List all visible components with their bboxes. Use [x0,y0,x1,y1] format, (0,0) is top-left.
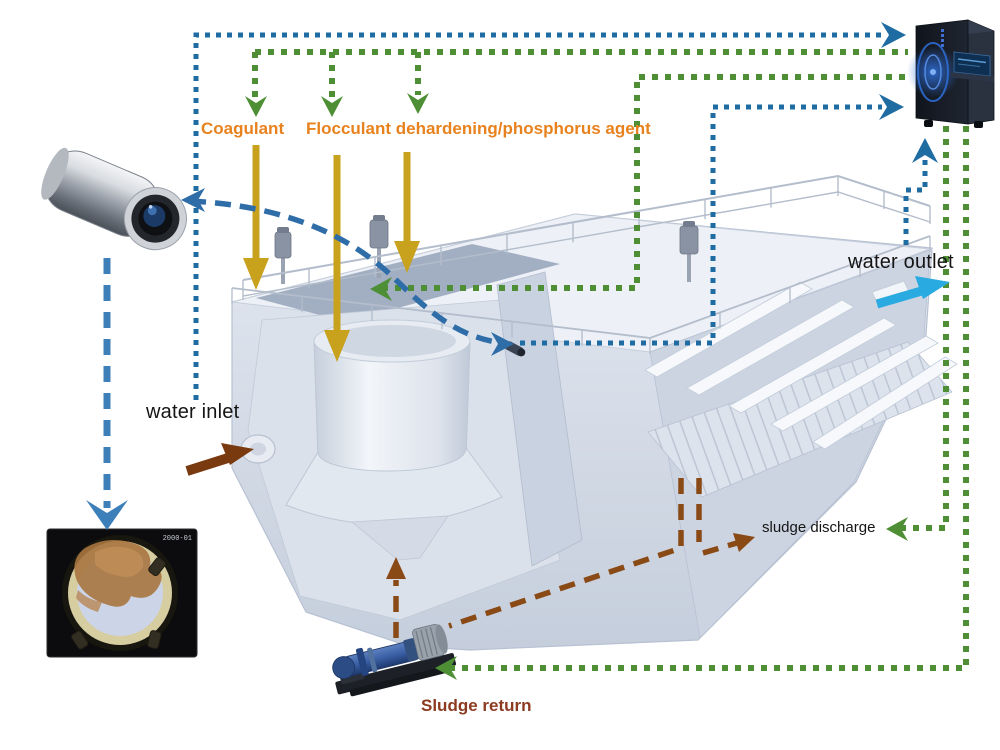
water-inlet-arrow [185,443,254,476]
probe-to-camera-curve [189,198,503,346]
divider-wall [496,271,583,567]
sludge-lines [393,478,738,638]
tank-control-line [382,74,905,291]
water-outlet-arrow [875,276,950,309]
floc-microscope-image: 2000-01 [46,528,198,658]
railings [231,174,931,354]
dosing-arrows [252,145,411,332]
water-outlet-label: water outlet [848,251,954,273]
mixer-motors [274,215,699,284]
microscope-timestamp: 2000-01 [163,535,192,543]
cabinet-indicator-lights [941,29,944,47]
blue-arrowheads [879,22,938,163]
clarifier-cylinder [285,319,503,561]
inline-camera-device [41,147,187,251]
sludge-arrowheads [386,533,755,579]
microscope-bolts [71,557,166,650]
probe-monitor-line [520,104,882,346]
inlet-monitor-line [193,32,884,400]
sludge-return-control-line [449,126,969,671]
sludge-return-label: Sludge return [421,696,532,715]
water-inlet-label: water inlet [146,401,240,423]
collection-troughs [644,281,958,450]
green-arrowheads [245,93,908,680]
sludge-discharge-label: sludge discharge [762,519,876,536]
sludge-discharge-arrow-line [702,540,738,556]
dosing-arrowheads [243,241,420,362]
blue-sample-lines [103,198,503,508]
flocculant-label: Flocculant dehardening/phosphorus agent [306,119,651,138]
tank-opening [256,244,560,322]
blue-dashed-arrowheads [86,188,514,530]
outlet-monitor-line [903,158,928,245]
cabinet-screen [951,51,994,82]
green-signal-lines [252,49,969,671]
sludge-discharge-control-line [900,126,949,531]
blue-monitor-lines [193,32,928,400]
coagulant-label: Coagulant [201,119,285,138]
treatment-tank [231,174,958,651]
sludge-return-pump [332,623,457,697]
control-cabinet [907,19,995,128]
